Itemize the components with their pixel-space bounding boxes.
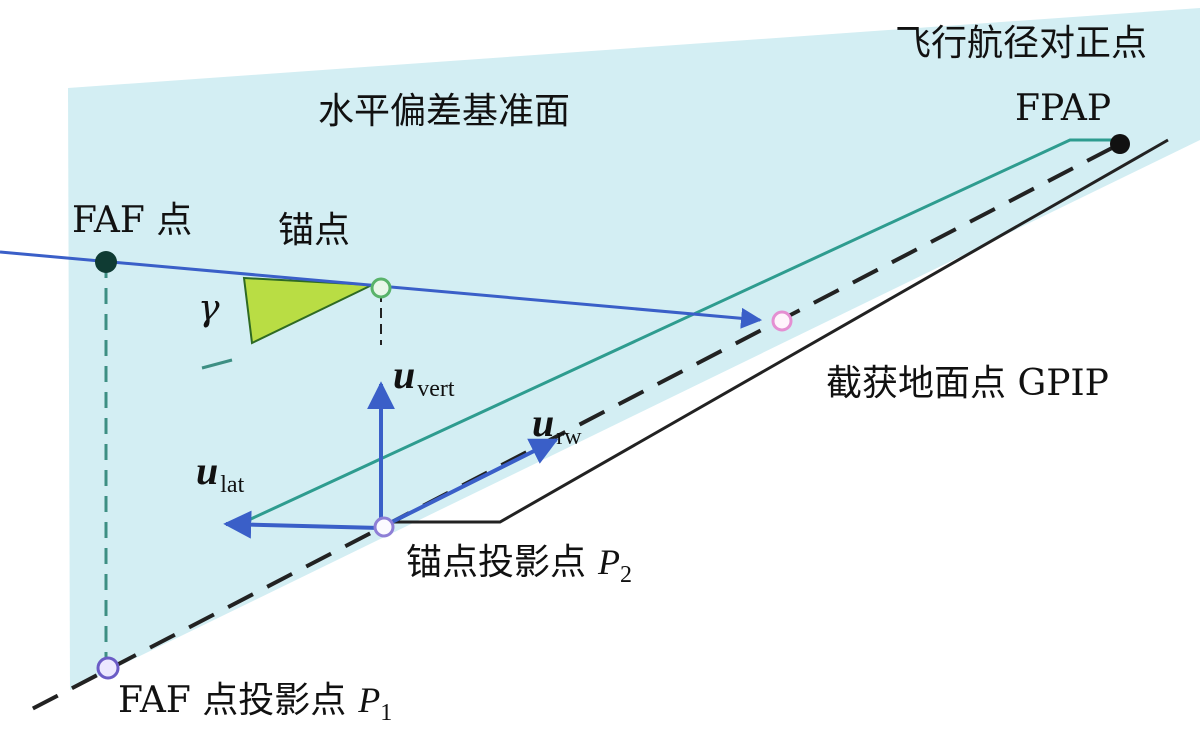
fpap-point: [1110, 134, 1130, 154]
gamma-angle-wedge: [242, 276, 373, 345]
faf-point: [95, 251, 117, 273]
u-vert-label: uvert: [393, 352, 455, 402]
gpip-point: [771, 310, 793, 332]
fpap-label: FPAP: [1015, 88, 1111, 129]
u-rw-vector: [383, 438, 559, 528]
plane-name-label: 水平偏差基准面: [318, 91, 570, 132]
u-lat-label: ulat: [196, 448, 245, 498]
runway-outline: [380, 138, 1169, 524]
reference-plane: [68, 8, 1200, 690]
anchor-point: [370, 277, 392, 299]
gamma-reference-dash: [201, 358, 233, 370]
u-lat-vector: [223, 510, 381, 539]
faf-label: FAF 点: [72, 200, 192, 241]
ground-dashed-line: [29, 146, 1113, 712]
faf-projection-point: [96, 656, 120, 680]
u-rw-label: urw: [532, 400, 582, 450]
gpip-label: 截获地面点 GPIP: [826, 363, 1109, 404]
faf-projection-label: FAF 点投影点 P1: [118, 680, 392, 726]
anchor-projection-label: 锚点投影点 P2: [406, 542, 632, 588]
course-line: [239, 138, 1120, 526]
gamma-label: γ: [198, 288, 220, 329]
anchor-projection-point: [373, 516, 395, 538]
fpap-cn-label: 飞行航径对正点: [895, 23, 1147, 64]
anchor-label: 锚点: [278, 210, 350, 251]
